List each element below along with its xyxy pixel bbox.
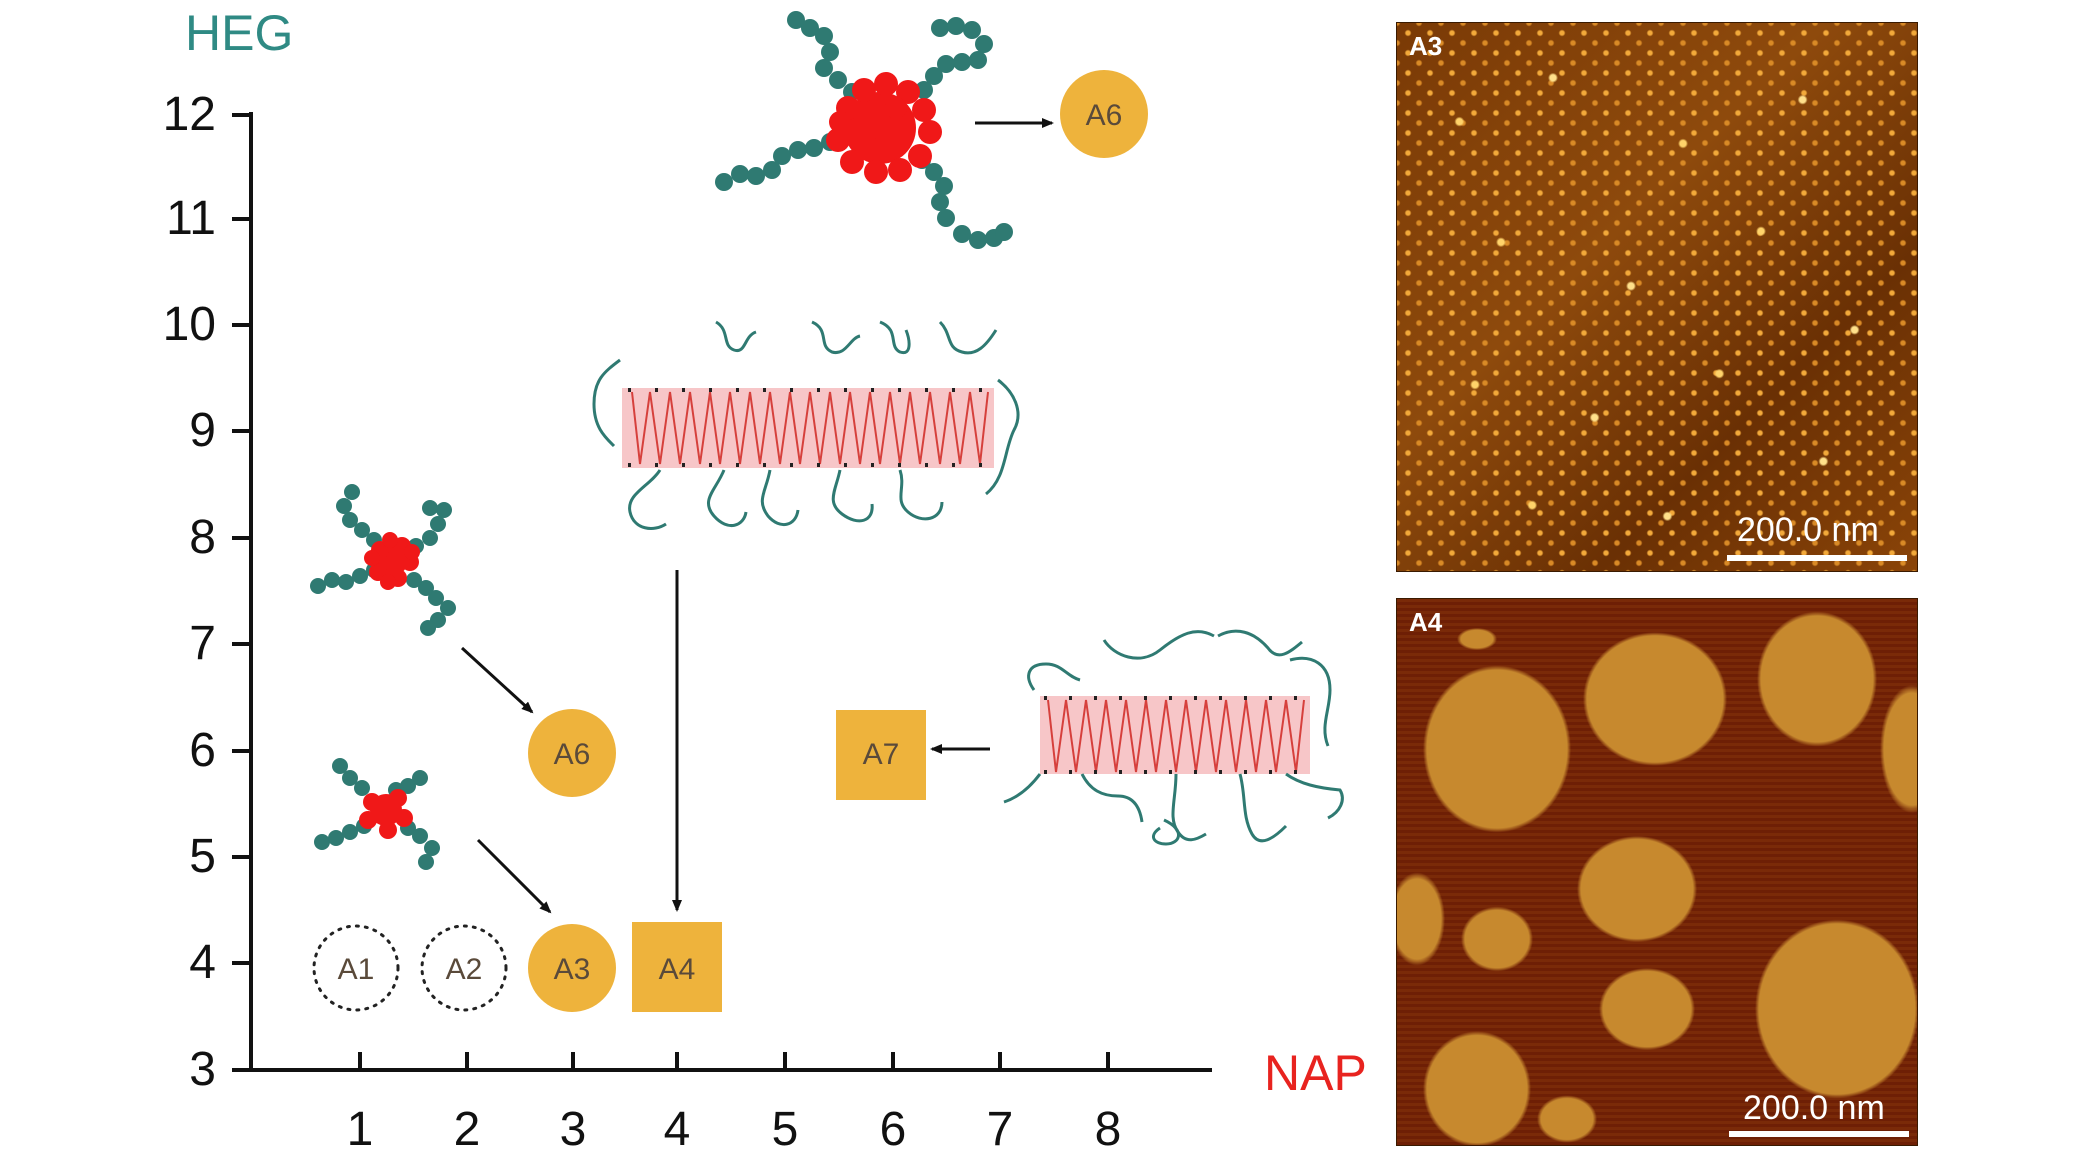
star-micelle-small-lower xyxy=(314,758,440,870)
star-micelle-large xyxy=(715,11,1013,249)
svg-text:6: 6 xyxy=(880,1103,907,1156)
svg-text:1: 1 xyxy=(347,1103,374,1156)
svg-text:A3: A3 xyxy=(554,953,591,986)
marker-a1: A1 xyxy=(312,924,400,1012)
x-axis-ticks xyxy=(358,1052,1110,1070)
afm-bottom-scale-bar xyxy=(1729,1131,1909,1137)
svg-text:A7: A7 xyxy=(863,738,900,771)
svg-text:9: 9 xyxy=(189,404,216,457)
svg-text:12: 12 xyxy=(163,88,216,141)
svg-text:6: 6 xyxy=(189,724,216,777)
svg-text:4: 4 xyxy=(664,1103,691,1156)
x-axis-title: NAP xyxy=(1264,1045,1367,1101)
svg-text:7: 7 xyxy=(987,1103,1014,1156)
arrow-to-a3 xyxy=(476,838,552,914)
svg-text:7: 7 xyxy=(189,617,216,670)
star-micelle-small-upper xyxy=(310,484,456,636)
svg-text:A4: A4 xyxy=(659,953,696,986)
svg-text:8: 8 xyxy=(189,511,216,564)
svg-text:5: 5 xyxy=(189,830,216,883)
svg-text:5: 5 xyxy=(772,1103,799,1156)
x-axis-tick-labels: 1 2 3 4 5 6 7 8 xyxy=(347,1103,1122,1156)
marker-a3: A3 xyxy=(528,924,616,1012)
ribbon-assembly-center xyxy=(592,320,1020,530)
marker-a6-top: A6 xyxy=(1060,70,1148,158)
afm-top-scale-bar xyxy=(1727,555,1907,561)
arrow-to-a6-low xyxy=(460,646,534,714)
marker-a6-low: A6 xyxy=(528,709,616,797)
svg-text:A1: A1 xyxy=(338,953,375,986)
svg-text:3: 3 xyxy=(560,1103,587,1156)
afm-bottom-label: A4 xyxy=(1409,607,1443,637)
svg-text:8: 8 xyxy=(1095,1103,1122,1156)
afm-image-top: A3 200.0 nm xyxy=(1396,22,1918,572)
svg-text:3: 3 xyxy=(189,1043,216,1096)
svg-text:A6: A6 xyxy=(1086,99,1123,132)
marker-a4: A4 xyxy=(632,922,722,1012)
afm-top-scale-text: 200.0 nm xyxy=(1737,511,1879,549)
afm-image-bottom: A4 200.0 nm xyxy=(1396,598,1918,1146)
svg-text:2: 2 xyxy=(454,1103,481,1156)
svg-text:A2: A2 xyxy=(446,953,483,986)
afm-top-label: A3 xyxy=(1409,31,1443,61)
svg-text:10: 10 xyxy=(163,298,216,351)
svg-text:11: 11 xyxy=(166,192,216,245)
marker-a7: A7 xyxy=(836,710,926,800)
y-axis-ticks xyxy=(232,113,251,1072)
svg-text:A6: A6 xyxy=(554,738,591,771)
svg-text:4: 4 xyxy=(189,936,216,989)
y-axis-title: HEG xyxy=(185,5,293,61)
marker-a2: A2 xyxy=(420,924,508,1012)
ribbon-assembly-right xyxy=(1003,629,1344,846)
y-axis-tick-labels: 3 4 5 6 7 8 9 10 11 12 xyxy=(163,88,216,1096)
afm-bottom-scale-text: 200.0 nm xyxy=(1743,1089,1885,1127)
